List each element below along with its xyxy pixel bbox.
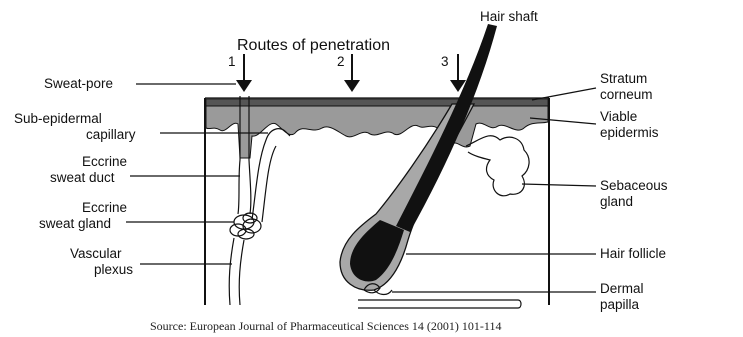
label-stratum-2: corneum xyxy=(600,87,653,102)
route-2-number: 2 xyxy=(337,54,345,69)
sebaceous-gland xyxy=(466,136,529,196)
route-arrows xyxy=(236,54,466,92)
stratum-corneum xyxy=(206,99,548,106)
label-sebaceous-2: gland xyxy=(600,194,633,209)
label-viable-2: epidermis xyxy=(600,125,659,140)
label-vascular-1: Vascular xyxy=(70,246,122,261)
route-1-number: 1 xyxy=(228,54,236,69)
label-eccrine-gland-1: Eccrine xyxy=(82,200,127,215)
label-dermal-2: papilla xyxy=(600,297,640,312)
eccrine-sweat-duct xyxy=(238,160,251,214)
label-hair-follicle: Hair follicle xyxy=(600,246,666,261)
label-sebaceous-1: Sebaceous xyxy=(600,178,668,193)
label-eccrine-duct-1: Eccrine xyxy=(82,154,127,169)
route-1-arrow xyxy=(236,54,252,92)
viable-epidermis xyxy=(206,106,548,158)
diagram-title: Routes of penetration xyxy=(237,37,390,54)
label-stratum-1: Stratum xyxy=(600,71,647,86)
label-viable-1: Viable xyxy=(600,109,637,124)
eccrine-sweat-gland xyxy=(230,213,261,239)
label-dermal-1: Dermal xyxy=(600,281,644,296)
label-sweat-pore: Sweat-pore xyxy=(44,76,113,91)
label-eccrine-duct-2: sweat duct xyxy=(50,170,115,185)
route-3-arrow xyxy=(450,54,466,92)
label-sub-epidermal-2: capillary xyxy=(86,127,136,142)
route-3-number: 3 xyxy=(441,54,449,69)
sub-epidermal-capillary xyxy=(252,129,290,222)
label-vascular-2: plexus xyxy=(94,262,133,277)
label-sub-epidermal-1: Sub-epidermal xyxy=(14,111,102,126)
leader-stratum xyxy=(532,88,596,100)
source-citation: Source: European Journal of Pharmaceutic… xyxy=(150,319,501,333)
label-eccrine-gland-2: sweat gland xyxy=(39,216,111,231)
leader-sebaceous xyxy=(522,184,596,186)
route-2-arrow xyxy=(344,54,360,92)
label-hair-shaft: Hair shaft xyxy=(480,9,538,24)
